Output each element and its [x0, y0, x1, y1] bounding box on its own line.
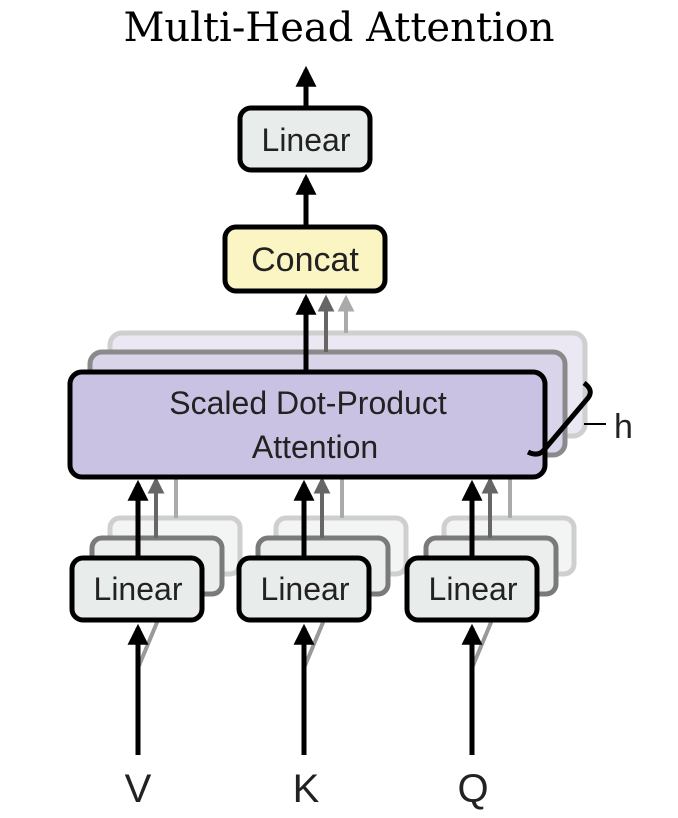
diagram-title: Multi-Head Attention	[123, 5, 555, 51]
input-label-v: V	[125, 767, 152, 811]
linear-k-block	[236, 555, 372, 623]
attention-label-line2: Attention	[252, 429, 378, 465]
linear-q-block	[404, 555, 540, 623]
attention-label-line1: Scaled Dot-Product	[169, 385, 447, 421]
linear-q-label: Linear	[429, 571, 518, 607]
heads-bracket	[526, 380, 593, 457]
heads-label: h	[614, 408, 633, 446]
attention-to-concat-arrows	[295, 293, 355, 372]
main-linear-to-attention-arrows	[127, 479, 483, 558]
top-linear-label: Linear	[262, 122, 351, 158]
input-branch-lines	[136, 619, 494, 669]
input-label-k: K	[293, 767, 320, 811]
linear-v-label: Linear	[94, 571, 183, 607]
concat-label: Concat	[251, 241, 359, 279]
input-label-q: Q	[457, 767, 488, 811]
input-arrows	[127, 623, 483, 755]
linear-k-label: Linear	[261, 571, 350, 607]
linear-v-block	[69, 555, 205, 623]
